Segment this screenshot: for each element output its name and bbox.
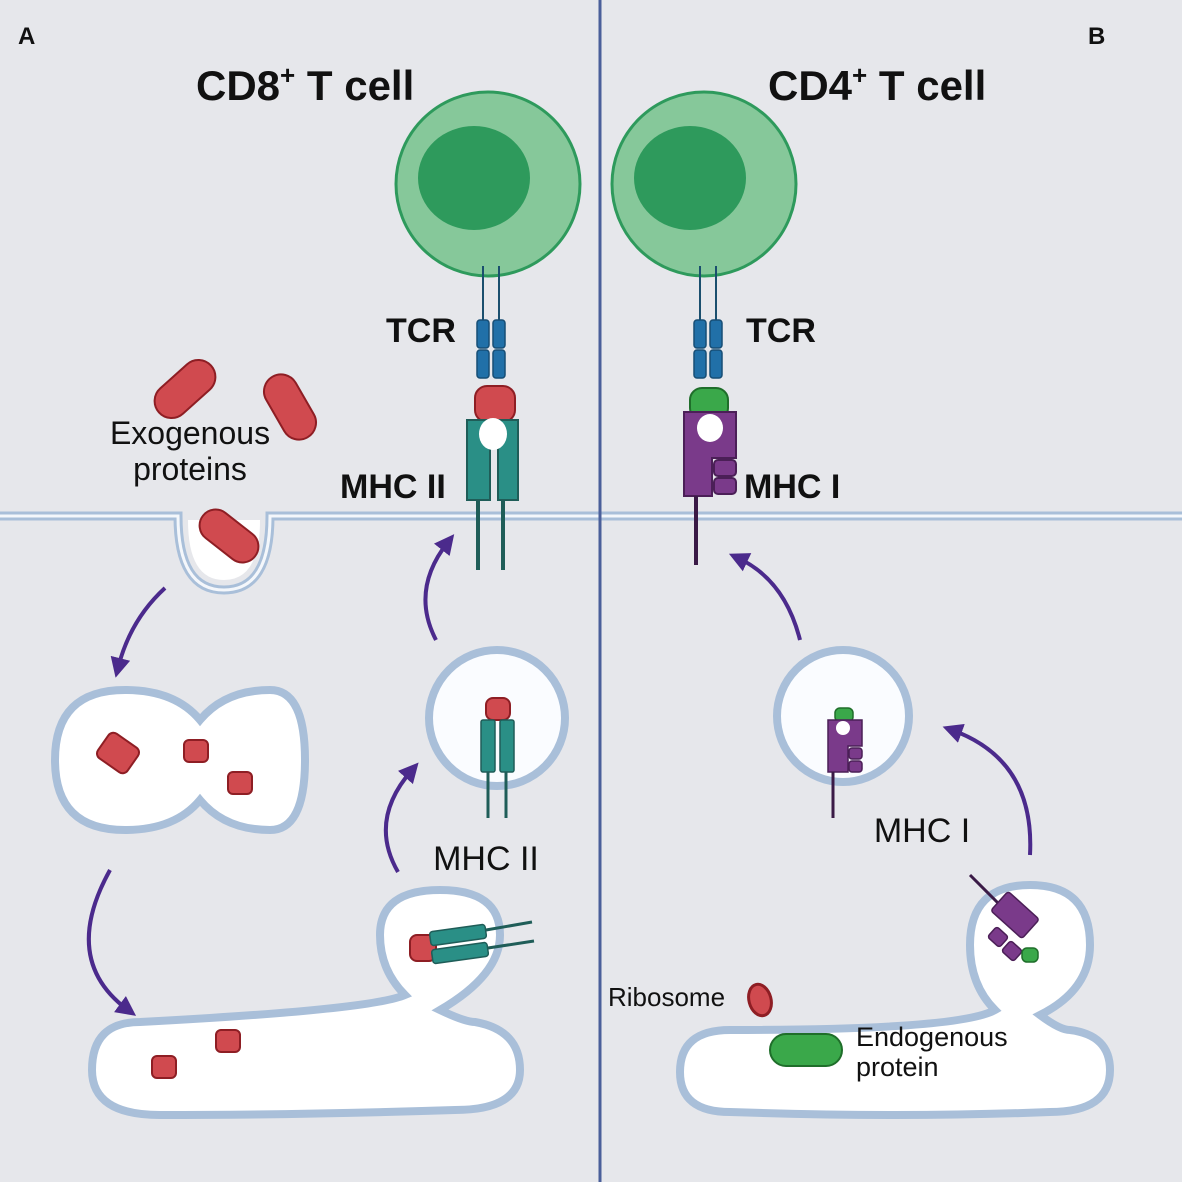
endosome (50, 685, 310, 835)
panel-a-title-rest: T cell (295, 62, 414, 109)
mhc-i-surface-label: MHC I (744, 468, 840, 506)
mhc-i-vesicle (827, 707, 863, 818)
peptide-red-bound (474, 385, 516, 423)
panel-a-letter: A (18, 23, 35, 50)
panel-a-title-sup: + (280, 60, 295, 90)
exogenous-protein (263, 373, 317, 441)
arrow-vesicle-to-membrane (423, 534, 455, 641)
extracellular-space (0, 0, 1182, 516)
cd8-t-cell-nucleus (418, 126, 530, 230)
cd4-t-cell-nucleus (634, 126, 746, 230)
arrow-er-to-vesicle (383, 762, 419, 873)
endogenous-label-line2: protein (856, 1052, 939, 1082)
endogenous-protein (769, 1033, 843, 1067)
panel-a-title: CD8+ T cell (196, 60, 414, 109)
arrow-endocytosis-to-endosome (110, 586, 167, 678)
peptide-fragment (96, 731, 140, 775)
ribosome-label: Ribosome (608, 982, 725, 1012)
peptide-fragment (151, 1055, 177, 1079)
exogenous-label-line1: Exogenous (110, 415, 270, 451)
exogenous-protein (198, 508, 260, 564)
arrow-endosome-to-er (86, 869, 137, 1016)
mhc-i-loading (968, 873, 1039, 963)
mhc-i-vesicle-label: MHC I (874, 812, 970, 850)
mhc-ii-surface-label: MHC II (340, 468, 446, 506)
exogenous-label-line2: proteins (133, 451, 247, 487)
panel-b-title-sup: + (852, 60, 867, 90)
mhc-i-surface (683, 411, 737, 565)
peptide-fragment (227, 771, 253, 795)
panel-a-title-main: CD8 (196, 62, 280, 109)
panel-b-title-rest: T cell (867, 62, 986, 109)
exogenous-protein (153, 358, 217, 420)
panel-b-title-main: CD4 (768, 62, 853, 109)
mhc-ii-surface (466, 418, 519, 570)
arrow-vesicle-to-membrane-b (728, 553, 802, 641)
panel-b-title: CD4+ T cell (768, 60, 986, 109)
panel-b-letter: B (1088, 23, 1105, 50)
tcr-b-label: TCR (746, 312, 816, 350)
mhc-ii-vesicle-label: MHC II (433, 840, 539, 878)
ribosome (747, 982, 773, 1018)
tcr-a (476, 266, 506, 379)
peptide-fragment (183, 739, 209, 763)
tcr-b (693, 266, 723, 379)
mhc-ii-loading (409, 920, 535, 965)
mhc-ii-vesicle (480, 697, 515, 818)
endogenous-label-line1: Endogenous (856, 1022, 1008, 1052)
panel-a: A CD8+ T cell TCR MHC II (18, 23, 582, 1120)
tcr-a-label: TCR (386, 312, 456, 350)
panel-b: B CD4+ T cell TCR MHC I (608, 23, 1115, 1119)
peptide-fragment (215, 1029, 241, 1053)
arrow-er-to-vesicle-b (942, 724, 1033, 856)
